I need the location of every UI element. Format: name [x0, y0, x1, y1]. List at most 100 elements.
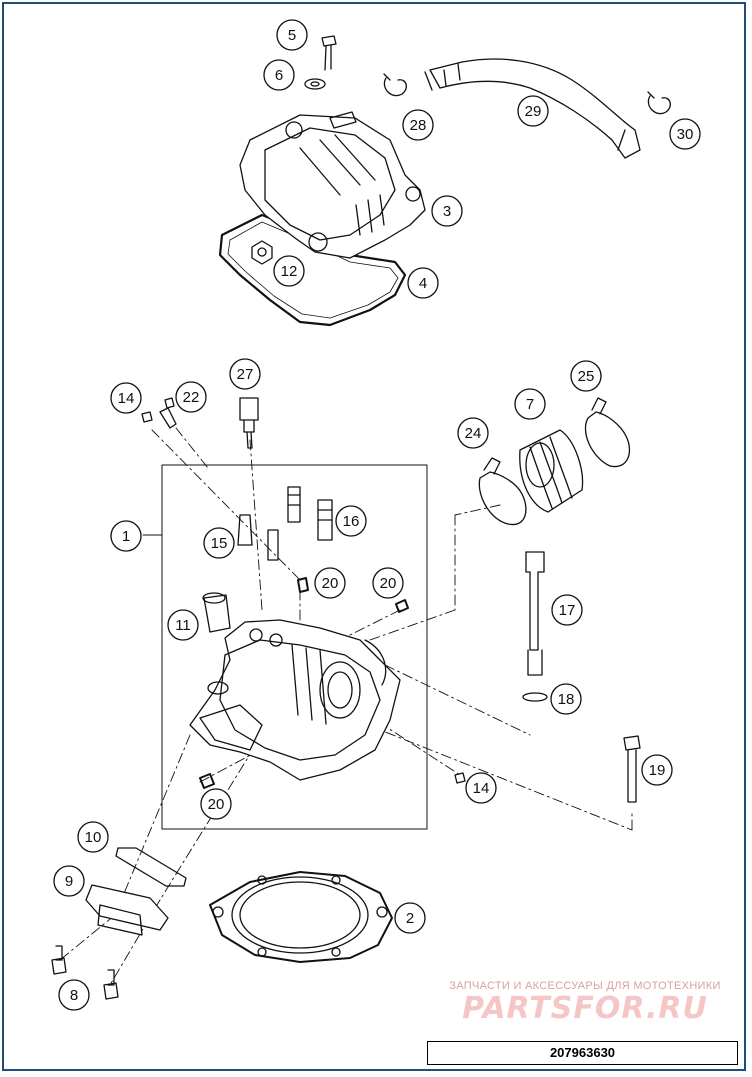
- callout-29: 29: [517, 95, 549, 127]
- temperature-sensor: [239, 397, 259, 449]
- callout-4: 4: [407, 267, 439, 299]
- valve-stem-seal: [287, 486, 301, 523]
- callout-19: 19: [641, 754, 673, 786]
- callout-circle: [200, 788, 232, 820]
- callout-11: 11: [167, 609, 199, 641]
- callout-circle: [394, 902, 426, 934]
- callout-label: 24: [465, 425, 482, 442]
- callout-circle: [273, 255, 305, 287]
- callout-24: 24: [457, 417, 489, 449]
- callout-15: 15: [203, 527, 235, 559]
- tappet: [203, 594, 231, 633]
- callout-7: 7: [514, 388, 546, 420]
- plug: [141, 411, 153, 423]
- callout-label: 14: [473, 780, 490, 797]
- callout-circle: [457, 417, 489, 449]
- callout-label: 25: [578, 368, 595, 385]
- callout-label: 11: [175, 617, 191, 634]
- callout-label: 15: [211, 535, 228, 552]
- callout-20: 20: [314, 567, 346, 599]
- long-bolt: [525, 551, 545, 676]
- callout-14: 14: [110, 382, 142, 414]
- callout-2: 2: [394, 902, 426, 934]
- callout-14: 14: [465, 772, 497, 804]
- intake-gasket: [115, 847, 187, 887]
- callout-20: 20: [200, 788, 232, 820]
- callout-circle: [372, 567, 404, 599]
- callout-25: 25: [570, 360, 602, 392]
- callout-6: 6: [263, 59, 295, 91]
- callout-circle: [669, 118, 701, 150]
- bolt: [623, 735, 641, 803]
- callout-label: 12: [281, 263, 298, 280]
- bolt: [51, 945, 67, 975]
- callout-label: 6: [275, 67, 283, 84]
- callout-27: 27: [229, 358, 261, 390]
- callout-label: 20: [322, 575, 339, 592]
- callout-circle: [167, 609, 199, 641]
- callout-circle: [465, 772, 497, 804]
- callout-circle: [229, 358, 261, 390]
- callout-label: 5: [288, 27, 296, 44]
- watermark: ЗАПЧАСТИ И АКСЕССУАРЫ ДЛЯ МОТОТЕХНИКИ PA…: [430, 980, 740, 1026]
- callout-12: 12: [273, 255, 305, 287]
- callout-label: 1: [122, 528, 130, 545]
- callout-label: 29: [525, 103, 542, 120]
- intake-clamp: [584, 411, 631, 468]
- callout-17: 17: [551, 594, 583, 626]
- callout-circle: [402, 109, 434, 141]
- callout-circle: [53, 865, 85, 897]
- callout-circle: [550, 683, 582, 715]
- callout-18: 18: [550, 683, 582, 715]
- callout-label: 18: [558, 691, 575, 708]
- callout-circle: [110, 520, 142, 552]
- callout-circle: [641, 754, 673, 786]
- callout-10: 10: [77, 821, 109, 853]
- washer: [304, 78, 326, 90]
- callout-9: 9: [53, 865, 85, 897]
- hose-clamp: [383, 73, 408, 97]
- callout-16: 16: [335, 505, 367, 537]
- watermark-subtitle: ЗАПЧАСТИ И АКСЕССУАРЫ ДЛЯ МОТОТЕХНИКИ: [449, 980, 721, 992]
- callout-label: 16: [343, 513, 360, 530]
- callout-label: 27: [237, 366, 254, 383]
- bolt: [103, 969, 119, 1000]
- callout-22: 22: [175, 381, 207, 413]
- callout-28: 28: [402, 109, 434, 141]
- callout-8: 8: [58, 979, 90, 1011]
- callout-label: 4: [419, 275, 427, 292]
- nut: [251, 240, 273, 265]
- cylinder-head-group-frame: [161, 464, 428, 830]
- intake-clamp: [478, 471, 527, 526]
- valve-guide: [237, 514, 253, 546]
- callout-label: 3: [443, 203, 451, 220]
- callout-circle: [77, 821, 109, 853]
- watermark-brand: PARTSFOR.RU: [462, 991, 708, 1026]
- callout-label: 10: [85, 829, 102, 846]
- callout-label: 28: [410, 117, 427, 134]
- callout-label: 30: [677, 126, 694, 143]
- bolt: [321, 35, 337, 71]
- callout-circle: [110, 382, 142, 414]
- callout-20: 20: [372, 567, 404, 599]
- callout-5: 5: [276, 19, 308, 51]
- callout-circle: [407, 267, 439, 299]
- callout-circle: [517, 95, 549, 127]
- callout-label: 2: [406, 910, 414, 927]
- callout-label: 9: [65, 873, 73, 890]
- callout-circle: [335, 505, 367, 537]
- callout-label: 19: [649, 762, 666, 779]
- callout-label: 22: [183, 389, 200, 406]
- callout-label: 20: [380, 575, 397, 592]
- callout-3: 3: [431, 195, 463, 227]
- callout-circle: [514, 388, 546, 420]
- callout-label: 7: [526, 396, 534, 413]
- callout-circle: [276, 19, 308, 51]
- callout-1: 1: [110, 520, 142, 552]
- screw: [159, 397, 177, 429]
- callout-circle: [431, 195, 463, 227]
- hose-clamp: [647, 91, 672, 115]
- part-number-box: 207963630: [427, 1041, 738, 1065]
